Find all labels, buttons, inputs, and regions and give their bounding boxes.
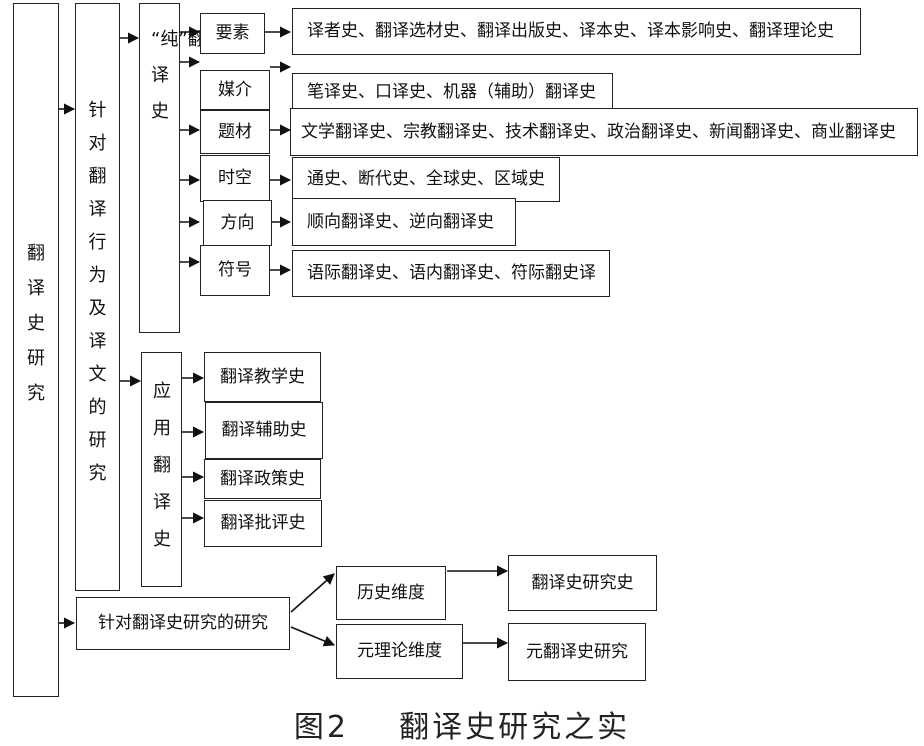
pure-item-spacetime: 时空 bbox=[200, 155, 270, 202]
pure-item-medium: 媒介 bbox=[200, 70, 270, 110]
historical-result-box: 翻译史研究史 bbox=[508, 555, 657, 611]
pure-history-box: “纯”翻译史 bbox=[139, 3, 206, 333]
pure-item-elements: 要素 bbox=[200, 13, 265, 54]
meta-study-box: 针对翻译史研究的研究 bbox=[76, 597, 290, 650]
root-box: 翻译史研究 bbox=[13, 3, 59, 697]
arrow-to-metatheory-dimension bbox=[290, 626, 336, 647]
translation-study-label: 针对翻译行为及译文的研究 bbox=[88, 100, 107, 484]
pure-history-label: “纯”翻译史 bbox=[151, 29, 206, 122]
detail-elements: 译者史、翻译选材史、翻译出版史、译本史、译本影响史、翻译理论史 bbox=[292, 8, 861, 55]
pure-item-subject: 题材 bbox=[200, 110, 270, 154]
detail-direction: 顺向翻译史、逆向翻译史 bbox=[292, 198, 516, 246]
metatheory-dimension-box: 元理论维度 bbox=[336, 624, 463, 679]
diagram-connectors bbox=[58, 26, 509, 649]
metatheory-result-box: 元翻译史研究 bbox=[508, 623, 646, 681]
historical-dimension-box: 历史维度 bbox=[336, 566, 446, 620]
figure-caption: 图2 翻译史研究之实 bbox=[293, 710, 631, 745]
applied-history-label: 应用翻译史 bbox=[153, 381, 171, 550]
applied-item-aid: 翻译辅助史 bbox=[205, 402, 323, 459]
applied-item-teaching: 翻译教学史 bbox=[204, 352, 321, 402]
detail-subject: 文学翻译史、宗教翻译史、技术翻译史、政治翻译史、新闻翻译史、商业翻译史 bbox=[290, 108, 918, 156]
applied-item-policy: 翻译政策史 bbox=[204, 459, 321, 499]
applied-history-box: 应用翻译史 bbox=[141, 352, 182, 587]
detail-medium: 笔译史、口译史、机器（辅助）翻译史 bbox=[292, 73, 613, 111]
pure-item-sign: 符号 bbox=[200, 245, 270, 296]
detail-sign: 语际翻译史、语内翻译史、符际翻史译 bbox=[292, 250, 610, 297]
translation-study-box: 针对翻译行为及译文的研究 bbox=[75, 3, 120, 591]
arrow-to-historical-dimension bbox=[290, 573, 335, 613]
root-label: 翻译史研究 bbox=[27, 243, 45, 404]
pure-item-direction: 方向 bbox=[203, 200, 272, 246]
detail-spacetime: 通史、断代史、全球史、区域史 bbox=[292, 157, 560, 202]
applied-item-criticism: 翻译批评史 bbox=[204, 500, 322, 547]
